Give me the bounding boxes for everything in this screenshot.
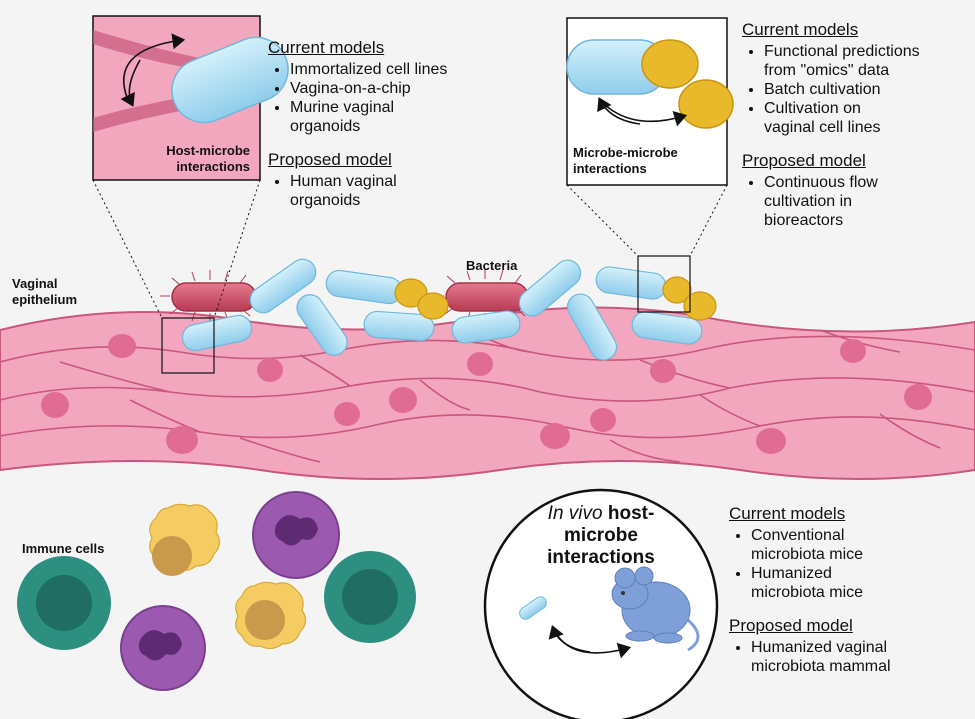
label-line: Vaginal	[12, 276, 58, 291]
list-item: Vagina-on-a-chip	[290, 79, 498, 98]
host-microbe-caption: Host-microbe interactions	[142, 143, 250, 175]
current-models-list: Immortalized cell lines Vagina-on-a-chip…	[268, 60, 498, 136]
list-item: Cultivation on vaginal cell lines	[764, 99, 914, 137]
proposed-model-heading: Proposed model	[742, 151, 866, 170]
proposed-model-list: Continuous flow cultivation in bioreacto…	[742, 173, 942, 230]
caption-line: Host-microbe	[166, 143, 250, 158]
list-item: Humanized microbiota mice	[751, 564, 891, 602]
in-vivo-panel: Current models Conventional microbiota m…	[729, 504, 949, 676]
vaginal-epithelium-label: Vaginal epithelium	[12, 276, 77, 308]
zoom-box-microbe	[637, 255, 691, 313]
zoom-lines	[92, 179, 728, 319]
host-microbe-panel: Current models Immortalized cell lines V…	[268, 38, 498, 210]
caption-line: Microbe-microbe	[573, 145, 678, 160]
list-item: Batch cultivation	[764, 80, 942, 99]
microbe-microbe-caption: Microbe-microbe interactions	[573, 145, 678, 177]
proposed-model-list: Humanized vaginal microbiota mammal	[729, 638, 949, 676]
current-models-list: Conventional microbiota mice Humanized m…	[729, 526, 949, 602]
list-item: Conventional microbiota mice	[751, 526, 891, 564]
proposed-model-heading: Proposed model	[729, 616, 853, 635]
list-item: Murine vaginal organoids	[290, 98, 440, 136]
list-item: Human vaginal organoids	[290, 172, 440, 210]
current-models-list: Functional predictions from "omics" data…	[742, 42, 942, 137]
in-vivo-italic: In vivo	[547, 503, 603, 524]
microbe-microbe-panel: Current models Functional predictions fr…	[742, 20, 942, 230]
proposed-model-heading: Proposed model	[268, 150, 392, 169]
caption-line: interactions	[573, 161, 647, 176]
microbe-microbe-inset	[566, 17, 734, 186]
caption-line: interactions	[176, 159, 250, 174]
current-models-heading: Current models	[268, 38, 385, 57]
in-vivo-circle	[483, 488, 719, 719]
list-item: Functional predictions from "omics" data	[764, 42, 924, 80]
title-line-2: microbe	[564, 525, 638, 546]
list-item: Continuous flow cultivation in bioreacto…	[764, 173, 904, 230]
immune-cells	[17, 491, 416, 691]
zoom-box-host	[161, 317, 215, 374]
list-item: Immortalized cell lines	[290, 60, 498, 79]
proposed-model-list: Human vaginal organoids	[268, 172, 498, 210]
label-line: epithelium	[12, 292, 78, 307]
current-models-heading: Current models	[729, 504, 846, 523]
title-line-1: In vivo host-	[530, 503, 672, 525]
vaginal-epithelium-tissue	[0, 306, 975, 480]
host-microbe-inset	[92, 15, 289, 181]
immune-cells-label: Immune cells	[22, 541, 105, 556]
bacteria-layer	[160, 258, 717, 361]
current-models-heading: Current models	[742, 20, 859, 39]
title-line-3: interactions	[547, 547, 655, 568]
title-part: host-	[607, 503, 655, 524]
list-item: Humanized vaginal microbiota mammal	[751, 638, 921, 676]
bacteria-label: Bacteria	[466, 258, 518, 273]
in-vivo-title: In vivo host- microbe interactions	[530, 503, 672, 569]
